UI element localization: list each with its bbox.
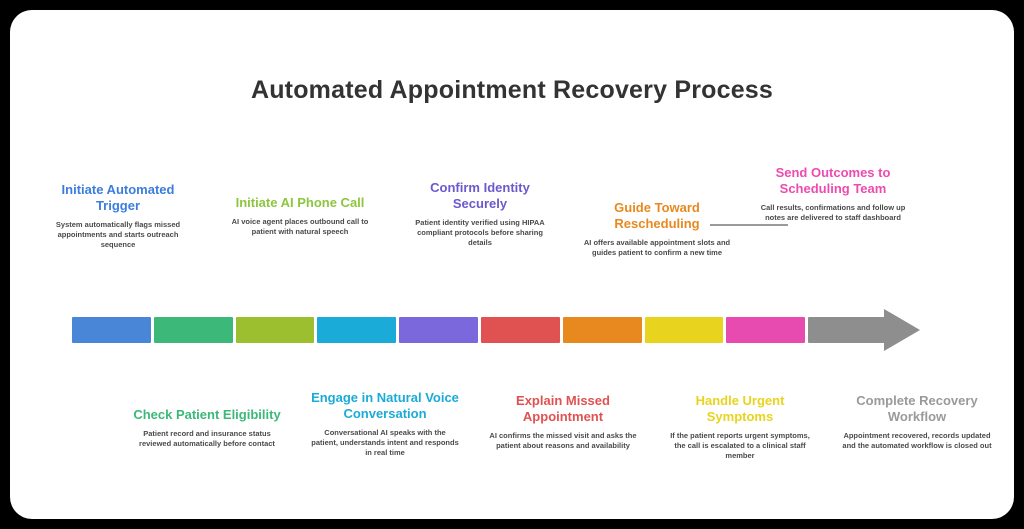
milestone-title: Complete Recovery Workflow <box>856 393 978 424</box>
timeline-segment-3[interactable] <box>235 317 315 343</box>
milestone-below-5[interactable]: Complete Recovery Workflow Appointment r… <box>842 393 992 451</box>
page-title: Automated Appointment Recovery Process <box>250 76 774 104</box>
timeline-segment-9[interactable] <box>726 317 806 343</box>
milestone-above-4[interactable]: Guide Toward Rescheduling AI offers avai… <box>582 200 732 258</box>
milestone-title: Initiate AI Phone Call <box>235 195 365 210</box>
timeline-segment-4[interactable] <box>317 317 397 343</box>
milestone-title: Confirm Identity Securely <box>430 180 530 211</box>
milestone-description: AI offers available appointment slots an… <box>583 237 731 257</box>
milestone-below-2[interactable]: Engage in Natural Voice Conversation Con… <box>310 390 460 458</box>
timeline-segments <box>72 317 887 343</box>
milestone-description: Appointment recovered, records updated a… <box>842 430 992 450</box>
connector-line-step7 <box>710 224 788 226</box>
milestone-description: AI voice agent places outbound call to p… <box>231 216 369 236</box>
milestone-description: Patient identity verified using HIPAA co… <box>415 217 545 247</box>
milestone-title: Guide Toward Rescheduling <box>614 200 700 231</box>
milestone-title: Handle Urgent Symptoms <box>695 393 785 424</box>
milestone-above-1[interactable]: Initiate Automated Trigger System automa… <box>43 182 193 250</box>
milestone-description: Conversational AI speaks with the patien… <box>311 427 459 457</box>
milestone-below-1[interactable]: Check Patient Eligibility Patient record… <box>132 407 282 449</box>
milestone-description: Patient record and insurance status revi… <box>139 428 275 448</box>
milestone-above-2[interactable]: Initiate AI Phone Call AI voice agent pl… <box>225 195 375 237</box>
milestone-title: Send Outcomes to Scheduling Team <box>775 165 891 196</box>
milestone-title: Explain Missed Appointment <box>516 393 610 424</box>
milestone-title: Initiate Automated Trigger <box>61 182 175 213</box>
milestone-description: Call results, confirmations and follow u… <box>760 202 906 222</box>
timeline-segment-2[interactable] <box>153 317 233 343</box>
timeline-segment-5[interactable] <box>399 317 478 343</box>
milestone-above-5[interactable]: Send Outcomes to Scheduling Team Call re… <box>758 165 908 223</box>
milestone-description: System automatically flags missed appoin… <box>55 219 181 249</box>
timeline-segment-7[interactable] <box>562 317 642 343</box>
milestone-title: Engage in Natural Voice Conversation <box>311 390 459 421</box>
milestone-description: If the patient reports urgent symptoms, … <box>670 430 810 460</box>
milestone-title: Check Patient Eligibility <box>133 407 281 422</box>
infographic-card: Automated Appointment Recovery Process I… <box>10 10 1014 519</box>
milestone-below-3[interactable]: Explain Missed Appointment AI confirms t… <box>488 393 638 451</box>
timeline-bar <box>72 309 952 351</box>
milestone-above-3[interactable]: Confirm Identity Securely Patient identi… <box>405 180 555 248</box>
milestone-below-4[interactable]: Handle Urgent Symptoms If the patient re… <box>665 393 815 461</box>
timeline-segment-8[interactable] <box>644 317 724 343</box>
timeline-arrow-head-icon <box>884 309 920 351</box>
milestone-description: AI confirms the missed visit and asks th… <box>489 430 637 450</box>
timeline-segment-10[interactable] <box>808 317 887 343</box>
timeline-segment-6[interactable] <box>480 317 560 343</box>
timeline-segment-1[interactable] <box>72 317 151 343</box>
